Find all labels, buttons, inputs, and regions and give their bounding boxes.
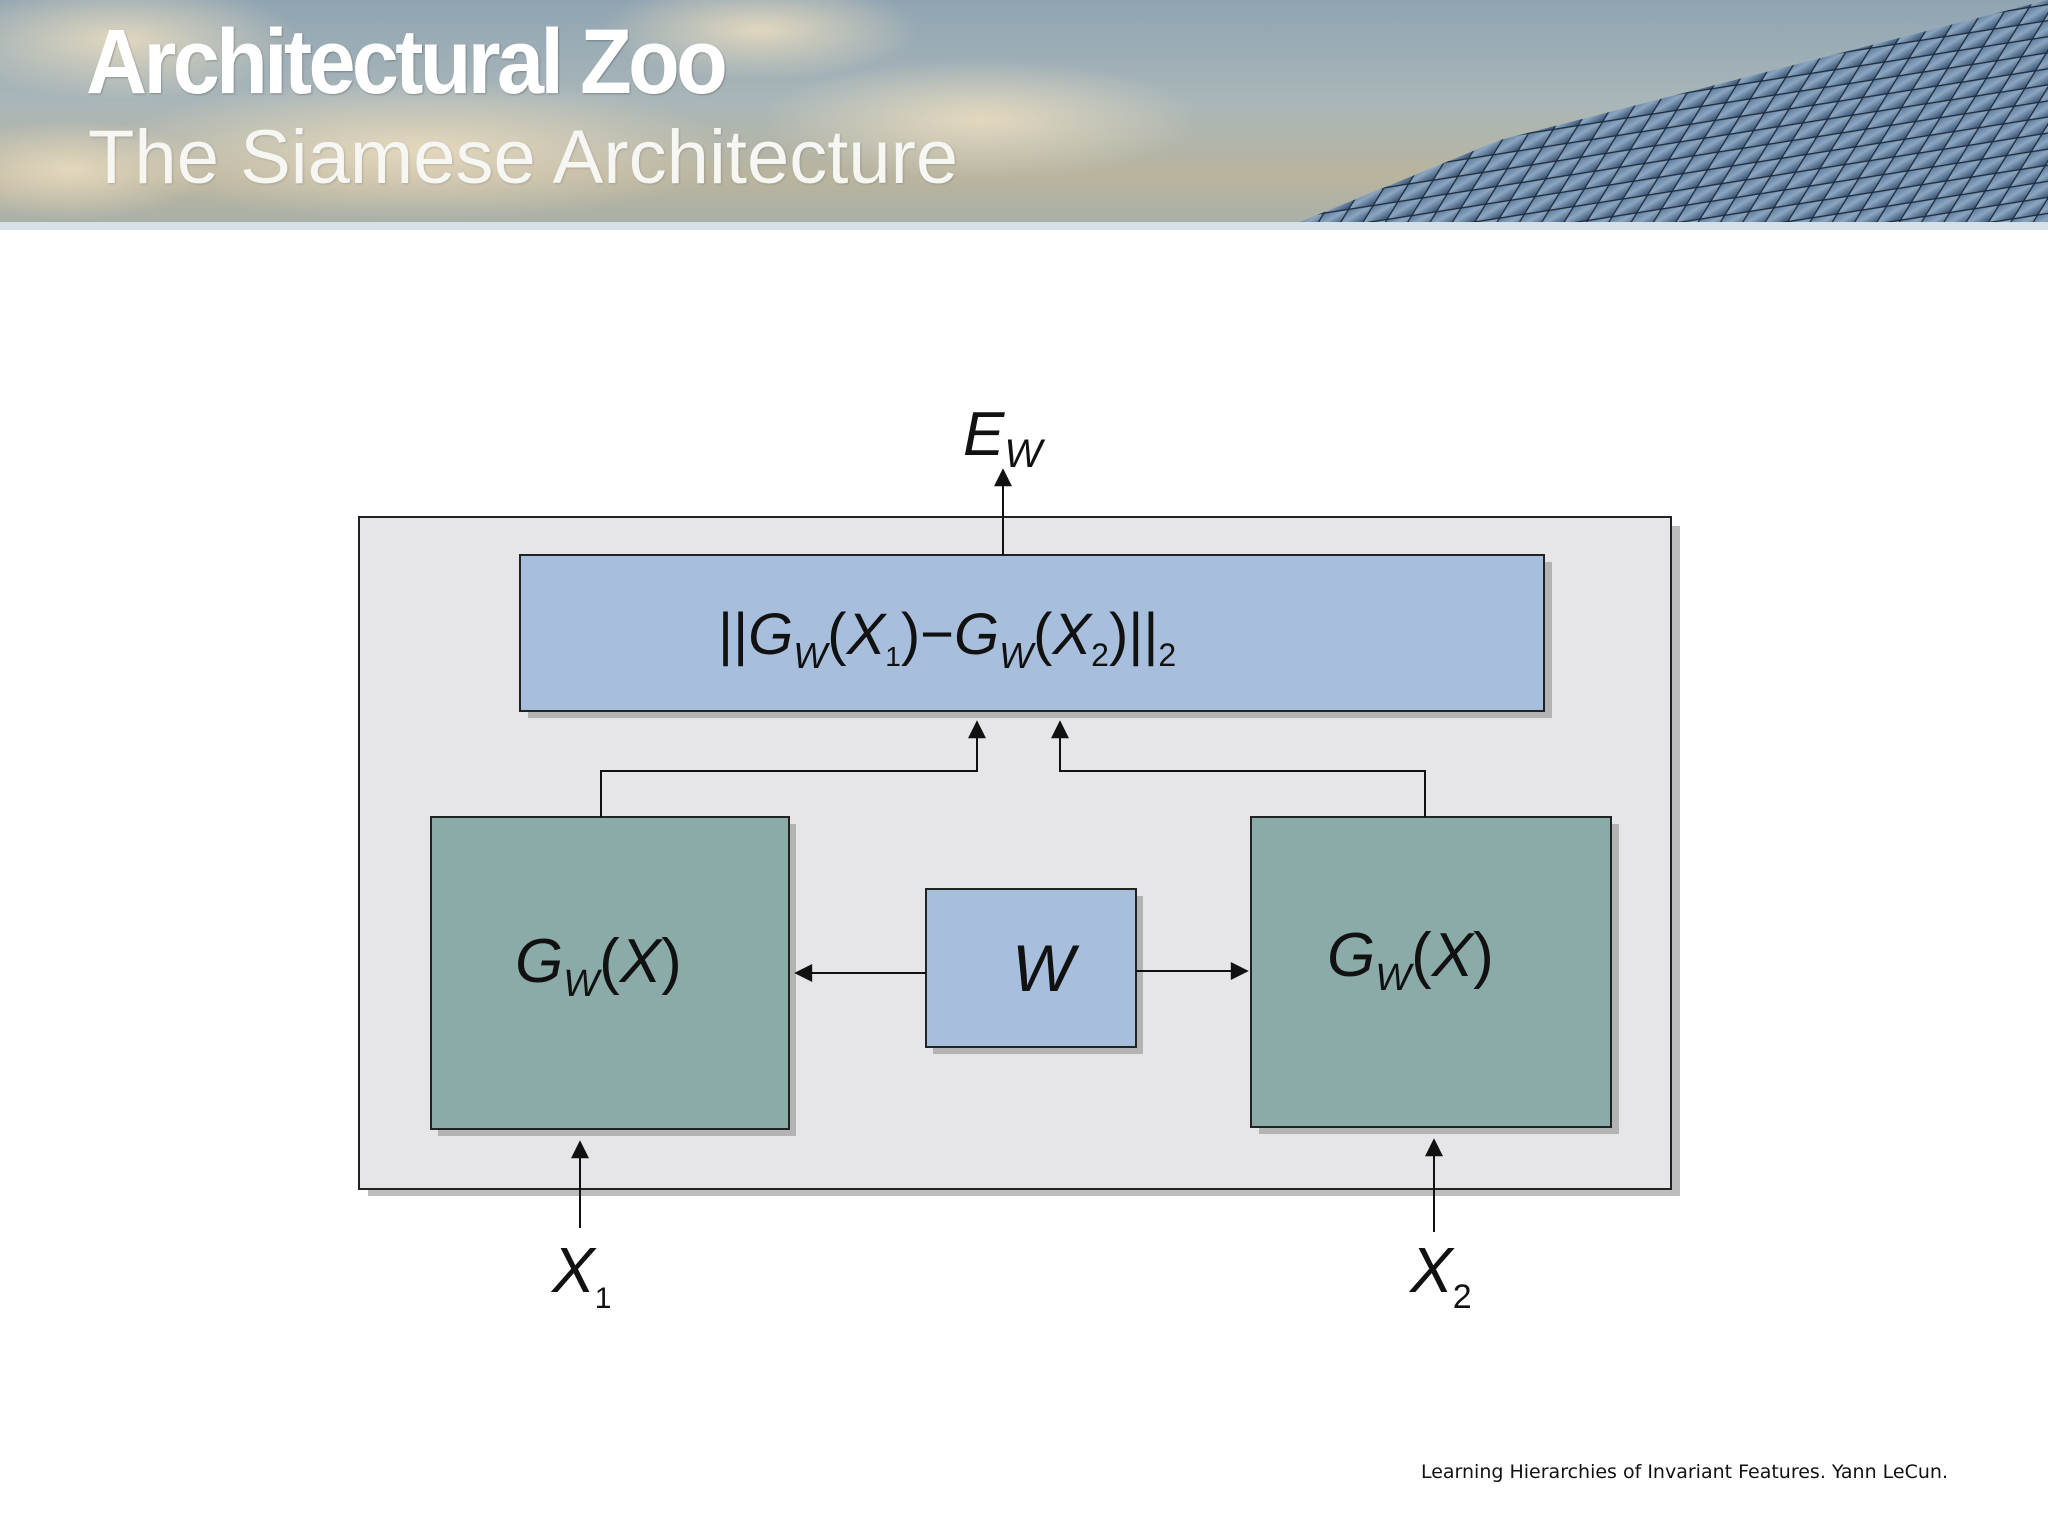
left-to-distance-arrow (600, 720, 986, 817)
left-network-label: GW(X) (515, 927, 682, 1005)
right-network-label: GW(X) (1327, 921, 1494, 999)
banner-background-image (0, 0, 2048, 222)
weights-box: W (925, 888, 1143, 1054)
right-to-distance-arrow (1051, 720, 1426, 817)
citation-text: Learning Hierarchies of Invariant Featur… (1420, 1461, 1948, 1483)
output-energy-label: EW (963, 400, 1045, 476)
input-x2-label: X2 (1408, 1234, 1472, 1316)
connector-lines (571, 468, 1443, 1232)
distance-box: ||GW(X1)−GW(X2)||2 (519, 554, 1552, 718)
distance-formula: ||GW(X1)−GW(X2)||2 (718, 602, 1176, 676)
slide-subtitle: The Siamese Architecture (88, 115, 959, 200)
slide-title: Architectural Zoo (86, 11, 728, 113)
input-x1-label: X1 (550, 1234, 611, 1315)
header-banner: Architectural Zoo The Siamese Architectu… (0, 0, 2048, 222)
left-network-box: GW(X) (430, 816, 796, 1136)
weights-label: W (1012, 931, 1080, 1005)
banner-divider (0, 222, 2048, 230)
right-network-box: GW(X) (1250, 816, 1619, 1134)
